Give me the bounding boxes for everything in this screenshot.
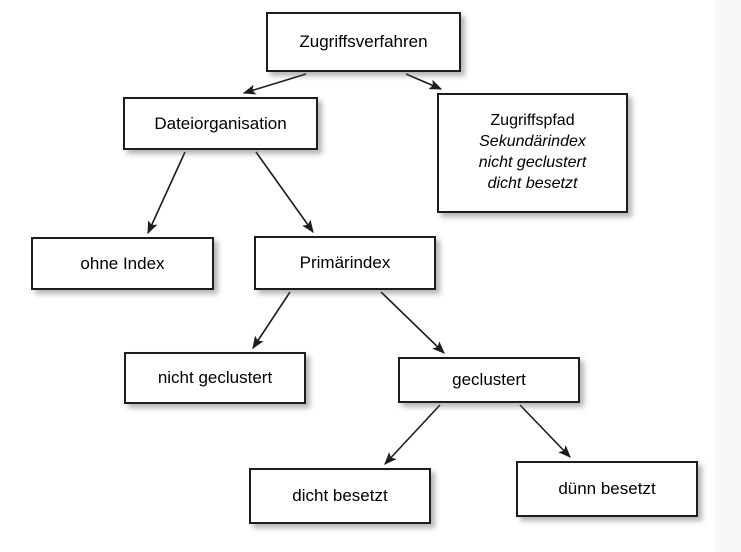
node-label: Zugriffspfad Sekundärindex nicht geclust… <box>478 112 587 192</box>
edge-geclustert-dicht-besetzt <box>384 404 441 465</box>
node-ohne-index[interactable]: ohne Index <box>31 237 214 290</box>
node-label: Primärindex <box>299 253 391 273</box>
edge-geclustert-duenn-besetzt <box>519 404 571 458</box>
edge-dateiorganisation-ohne-index <box>147 151 186 235</box>
edge-zugriffsverfahren-dateiorganisation <box>242 73 307 95</box>
edge-zugriffsverfahren-zugriffspfad <box>405 73 443 90</box>
node-geclustert[interactable]: geclustert <box>398 357 580 403</box>
node-label: dicht besetzt <box>292 486 388 506</box>
node-dateiorganisation[interactable]: Dateiorganisation <box>123 97 318 150</box>
edge-dateiorganisation-primaerindex <box>255 151 314 234</box>
node-primaerindex[interactable]: Primärindex <box>254 236 436 290</box>
node-dicht-besetzt[interactable]: dicht besetzt <box>249 468 431 524</box>
node-label: geclustert <box>452 370 526 390</box>
node-duenn-besetzt[interactable]: dünn besetzt <box>516 461 698 517</box>
node-zugriffspfad[interactable]: Zugriffspfad Sekundärindex nicht geclust… <box>437 93 628 213</box>
node-label: ohne Index <box>80 253 165 273</box>
node-label: Zugriffsverfahren <box>299 32 428 52</box>
node-label: dünn besetzt <box>558 479 656 499</box>
edge-primaerindex-geclustert <box>380 291 445 354</box>
node-zugriffsverfahren[interactable]: Zugriffsverfahren <box>266 12 461 72</box>
node-label: nicht geclustert <box>157 368 273 388</box>
edge-primaerindex-nicht-geclustert <box>252 291 291 350</box>
node-label: Dateiorganisation <box>154 113 287 133</box>
node-nicht-geclustert[interactable]: nicht geclustert <box>124 352 306 404</box>
right-margin-strip <box>715 0 741 552</box>
